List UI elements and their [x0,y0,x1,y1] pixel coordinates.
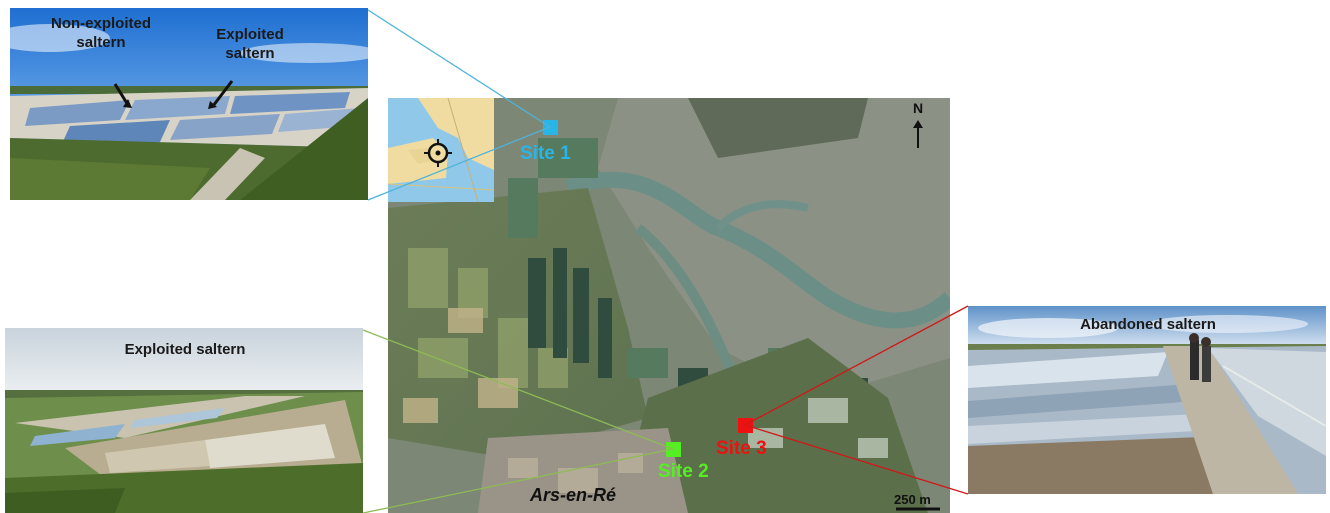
site1-marker[interactable] [543,120,558,135]
site3-label: Site 3 [716,438,767,459]
site2-photo: Exploited saltern [5,328,363,513]
nonexploited-saltern-label: Non-exploited saltern [51,15,151,51]
north-arrow-icon: N [912,100,924,116]
town-label: Ars-en-Ré [530,485,617,505]
site3-marker[interactable] [738,418,753,433]
site2-label: Site 2 [658,461,709,482]
site2-marker[interactable] [666,442,681,457]
site1-photo-image [10,8,368,200]
site3-photo: Abandoned saltern [968,306,1326,494]
site1-label: Site 1 [520,143,571,164]
scale-bar-label: 250 m [894,492,931,507]
abandoned-saltern-label: Abandoned saltern [1080,316,1216,333]
site2-photo-image [5,328,363,513]
site3-photo-image [968,306,1326,494]
exploited-saltern-label: Exploited saltern [216,26,284,62]
exploited-saltern-label-site2: Exploited saltern [124,341,246,358]
site1-photo: Non-exploited saltern Exploited saltern [10,8,368,200]
